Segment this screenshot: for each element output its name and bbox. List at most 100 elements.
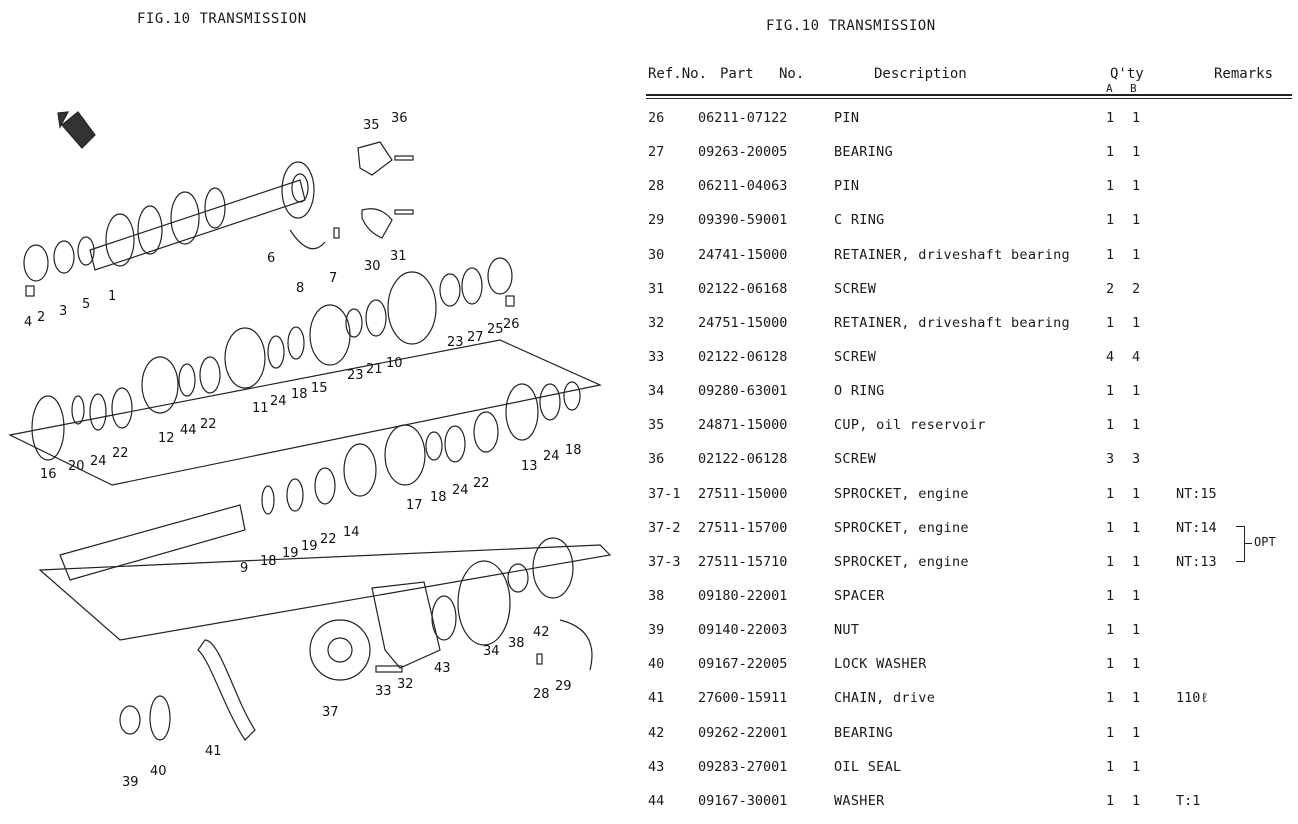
- callout-label: 17: [406, 498, 423, 513]
- ref-cell: 27: [648, 144, 665, 161]
- header-qty-b: B: [1130, 82, 1137, 95]
- part-no-cell: 02122-06168: [698, 280, 788, 297]
- callout-label: 31: [390, 249, 407, 264]
- qty-a-cell: 1: [1106, 690, 1115, 707]
- callout-label: 5: [82, 297, 90, 312]
- description-cell: LOCK WASHER: [834, 656, 927, 673]
- part-no-cell: 24871-15000: [698, 417, 788, 434]
- ref-cell: 31: [648, 280, 665, 297]
- description-cell: PIN: [834, 178, 860, 195]
- remarks-cell: NT:14: [1176, 519, 1217, 536]
- callout-label: 22: [320, 532, 337, 547]
- qty-a-cell: 1: [1106, 622, 1115, 639]
- description-cell: C RING: [834, 212, 885, 229]
- callout-label: 8: [296, 281, 304, 296]
- qty-a-cell: 1: [1106, 656, 1115, 673]
- header-remarks: Remarks: [1214, 66, 1274, 82]
- qty-b-cell: 1: [1132, 587, 1141, 604]
- callout-label: 24: [90, 454, 107, 469]
- qty-b-cell: 4: [1132, 348, 1141, 365]
- callout-label: 41: [205, 744, 222, 759]
- callout-label: 15: [311, 381, 328, 396]
- left-figure-title: FIG.10 TRANSMISSION: [137, 11, 307, 27]
- part-no-cell: 09167-22005: [698, 656, 788, 673]
- description-cell: NUT: [834, 622, 860, 639]
- header-qty-a: A: [1106, 82, 1113, 95]
- sprocket-chain-drawing: [119, 537, 593, 741]
- callout-label: 43: [434, 661, 451, 676]
- ref-cell: 34: [648, 383, 665, 400]
- callout-label: 24: [270, 394, 287, 409]
- callout-label: 2: [37, 310, 45, 325]
- callout-label: 27: [467, 330, 484, 345]
- callout-label: 13: [521, 459, 538, 474]
- qty-b-cell: 1: [1132, 417, 1141, 434]
- qty-a-cell: 1: [1106, 314, 1115, 331]
- part-no-cell: 27600-15911: [698, 690, 788, 707]
- callout-label: 3: [59, 304, 67, 319]
- ref-cell: 29: [648, 212, 665, 229]
- ref-cell: 38: [648, 587, 665, 604]
- remarks-cell: NT:13: [1176, 553, 1217, 570]
- qty-b-cell: 1: [1132, 553, 1141, 570]
- callout-label: 18: [260, 554, 277, 569]
- qty-a-cell: 1: [1106, 519, 1115, 536]
- header-ref-no: Ref.No.: [648, 66, 708, 82]
- qty-b-cell: 1: [1132, 656, 1141, 673]
- callout-label: 40: [150, 764, 167, 779]
- mainshaft-gear-stack-drawing: [8, 257, 602, 486]
- callout-label: 24: [543, 449, 560, 464]
- qty-b-cell: 1: [1132, 519, 1141, 536]
- ref-cell: 32: [648, 314, 665, 331]
- ref-cell: 37-1: [648, 485, 681, 502]
- callout-label: 9: [240, 561, 248, 576]
- part-no-cell: 09263-20005: [698, 144, 788, 161]
- callout-label: 18: [565, 443, 582, 458]
- callout-label: 29: [555, 679, 572, 694]
- callout-label: 32: [397, 677, 414, 692]
- description-cell: SPROCKET, engine: [834, 553, 969, 570]
- opt-bracket: [1236, 526, 1245, 562]
- callout-label: 14: [343, 525, 360, 540]
- description-cell: SPROCKET, engine: [834, 485, 969, 502]
- ref-cell: 37-3: [648, 553, 681, 570]
- header-description: Description: [874, 66, 967, 82]
- countershaft-drawing: [23, 141, 414, 297]
- ref-cell: 30: [648, 246, 665, 263]
- callout-label: 23: [447, 335, 464, 350]
- right-figure-title: FIG.10 TRANSMISSION: [766, 18, 936, 34]
- part-no-cell: 06211-04063: [698, 178, 788, 195]
- qty-b-cell: 2: [1132, 280, 1141, 297]
- part-no-cell: 09390-59001: [698, 212, 788, 229]
- qty-b-cell: 3: [1132, 451, 1141, 468]
- qty-a-cell: 1: [1106, 792, 1115, 809]
- callout-label: 42: [533, 625, 550, 640]
- qty-a-cell: 1: [1106, 212, 1115, 229]
- description-cell: O RING: [834, 383, 885, 400]
- qty-b-cell: 1: [1132, 622, 1141, 639]
- qty-a-cell: 1: [1106, 110, 1115, 126]
- fwd-arrow-icon: [57, 111, 96, 149]
- callout-label: 12: [158, 431, 175, 446]
- qty-a-cell: 3: [1106, 451, 1115, 468]
- part-no-cell: 09262-22001: [698, 724, 788, 741]
- qty-b-cell: 1: [1132, 314, 1141, 331]
- part-no-cell: 09283-27001: [698, 758, 788, 775]
- ref-cell: 41: [648, 690, 665, 707]
- callout-label: 22: [473, 476, 490, 491]
- header-no: No.: [779, 66, 805, 82]
- qty-a-cell: 1: [1106, 587, 1115, 604]
- callout-label: 1: [108, 289, 116, 304]
